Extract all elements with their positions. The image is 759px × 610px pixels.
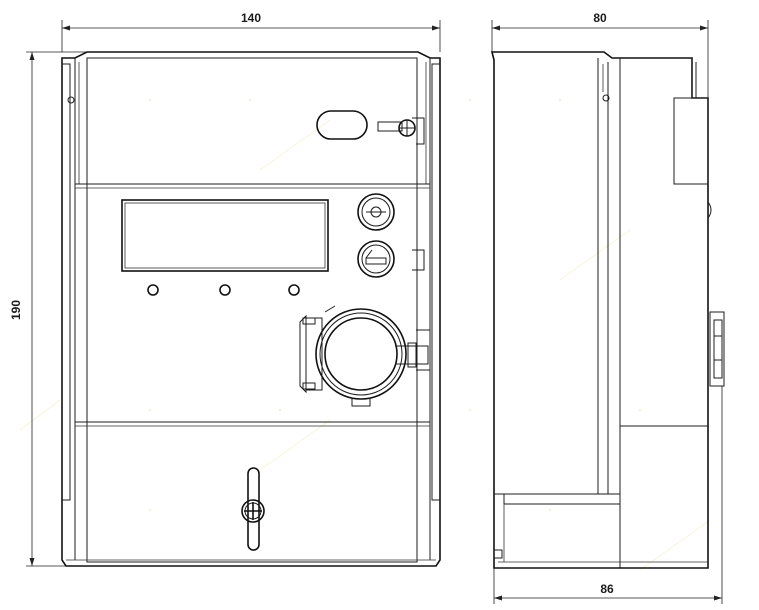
front-panel xyxy=(86,57,418,563)
dimension-front-width: 140 xyxy=(61,11,441,52)
din-clip xyxy=(709,311,725,387)
optical-port xyxy=(299,305,429,407)
terminal-cover-slot xyxy=(247,467,260,551)
dimension-side-depth-top: 80 xyxy=(491,11,709,98)
side-depth-bottom-label: 86 xyxy=(600,582,614,596)
led-2 xyxy=(219,284,231,296)
top-oval-window xyxy=(316,110,368,140)
push-button xyxy=(357,240,395,278)
dimension-side-depth-bottom: 86 xyxy=(493,386,723,604)
front-height-label: 190 xyxy=(9,300,23,320)
lcd-display xyxy=(121,199,329,272)
front-width-label: 140 xyxy=(241,11,261,25)
led-1 xyxy=(147,284,159,296)
terminal-cover-screw xyxy=(241,499,265,523)
front-housing-outline xyxy=(61,51,441,567)
watermark-pattern xyxy=(19,99,711,571)
side-housing-outline xyxy=(490,51,709,569)
dimension-front-height: 190 xyxy=(9,51,87,567)
side-depth-top-label: 80 xyxy=(593,11,607,25)
front-view xyxy=(61,51,441,567)
led-3 xyxy=(288,284,300,296)
rotary-button xyxy=(357,193,395,231)
side-view xyxy=(490,51,725,569)
